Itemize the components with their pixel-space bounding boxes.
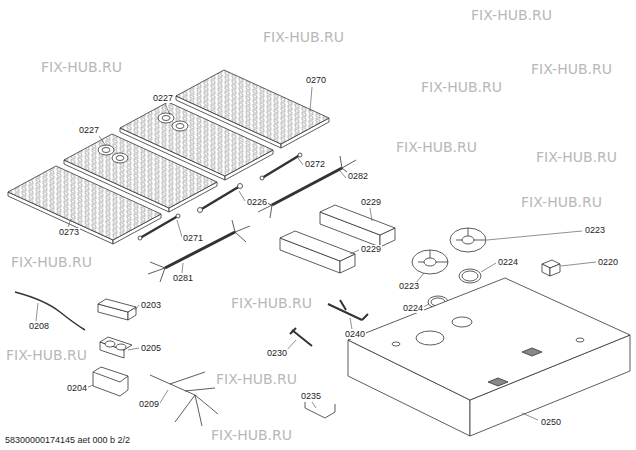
callout-number: 0209 xyxy=(138,400,160,409)
callout-number: 0230 xyxy=(266,349,288,358)
leader-line xyxy=(36,87,596,420)
callout-number: 0270 xyxy=(305,76,327,85)
callout-number: 0226 xyxy=(246,198,268,207)
callout-number: 0205 xyxy=(140,344,162,353)
document-number: 58300000174145 aet 000 b 2/2 xyxy=(4,436,131,445)
callout-number: 0220 xyxy=(597,258,619,267)
callout-number: 0282 xyxy=(347,172,369,181)
callout-number: 0235 xyxy=(300,392,322,401)
callout-number: 0229 xyxy=(360,245,382,254)
fan xyxy=(412,228,486,274)
pcb-board xyxy=(176,70,329,148)
watermark: FIX-HUB.RU xyxy=(10,255,93,269)
callout-number: 0250 xyxy=(540,418,562,427)
connector-rod xyxy=(140,155,300,238)
callout-number: 0204 xyxy=(66,384,88,393)
callout-number: 0224 xyxy=(402,304,424,313)
heat-sink xyxy=(280,205,395,273)
callout-number: 0203 xyxy=(140,301,162,310)
watermark: FIX-HUB.RU xyxy=(5,348,88,362)
callout-number: 0281 xyxy=(172,274,194,283)
watermark: FIX-HUB.RU xyxy=(215,372,298,386)
watermark: FIX-HUB.RU xyxy=(210,428,293,442)
watermark: FIX-HUB.RU xyxy=(420,80,503,94)
callout-number: 0273 xyxy=(58,228,80,237)
callout-number: 0208 xyxy=(28,322,50,331)
wire-harness xyxy=(15,156,356,426)
callout-number: 0271 xyxy=(182,234,204,243)
small-block xyxy=(542,260,560,276)
callout-number: 0223 xyxy=(398,282,420,291)
watermark: FIX-HUB.RU xyxy=(395,140,478,154)
watermark: FIX-HUB.RU xyxy=(230,296,313,310)
base-tray xyxy=(348,278,630,436)
watermark: FIX-HUB.RU xyxy=(470,8,553,22)
callout-number: 0224 xyxy=(497,258,519,267)
watermark: FIX-HUB.RU xyxy=(535,150,618,164)
watermark: FIX-HUB.RU xyxy=(40,60,123,74)
rod-end xyxy=(138,153,302,240)
callout-number: 0227 xyxy=(78,126,100,135)
callout-number: 0272 xyxy=(304,160,326,169)
callout-number: 0227 xyxy=(152,94,174,103)
callout-number: 0229 xyxy=(360,198,382,207)
watermark: FIX-HUB.RU xyxy=(530,62,613,76)
watermark: FIX-HUB.RU xyxy=(262,30,345,44)
watermark: FIX-HUB.RU xyxy=(520,195,603,209)
small-part xyxy=(93,299,368,418)
callout-number: 0240 xyxy=(344,330,366,339)
callout-number: 0223 xyxy=(584,226,606,235)
